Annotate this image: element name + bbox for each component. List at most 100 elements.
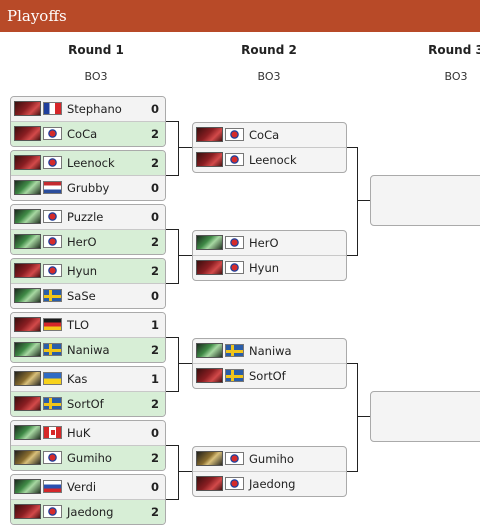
player-name[interactable]: Gumiho	[67, 451, 112, 465]
player-score: 0	[150, 102, 159, 116]
player-name[interactable]: Jaedong	[249, 477, 296, 491]
bracket-connector	[166, 229, 178, 230]
zerg-race-icon	[14, 263, 41, 278]
match-divider	[11, 283, 165, 284]
player-row[interactable]: HuK 0	[11, 421, 165, 445]
zerg-race-icon	[14, 155, 41, 170]
player-row[interactable]: CoCa	[193, 123, 346, 147]
round3-match-2[interactable]	[370, 391, 480, 442]
bracket-connector	[357, 363, 358, 472]
player-name[interactable]: Gumiho	[249, 452, 294, 466]
player-name[interactable]: SortOf	[67, 397, 104, 411]
player-name[interactable]: Hyun	[67, 264, 98, 278]
player-name[interactable]: CoCa	[249, 128, 280, 142]
se-flag-icon	[43, 397, 62, 410]
zerg-race-icon	[14, 396, 41, 411]
player-name[interactable]: Hyun	[249, 261, 280, 275]
terran-race-icon	[196, 451, 223, 466]
bracket-connector	[178, 471, 192, 472]
bracket-connector	[178, 121, 179, 176]
player-name[interactable]: Grubby	[67, 181, 110, 195]
round3-match-1[interactable]	[370, 175, 480, 226]
se-flag-icon	[225, 369, 244, 382]
bracket-connector	[347, 147, 357, 148]
player-row[interactable]: Hyun	[193, 256, 346, 280]
zerg-race-icon	[196, 127, 223, 142]
player-row[interactable]: Jaedong	[193, 472, 346, 496]
zerg-race-icon	[14, 101, 41, 116]
player-name[interactable]: Naniwa	[67, 343, 110, 357]
bracket-connector	[166, 445, 178, 446]
match-divider	[11, 337, 165, 338]
player-row[interactable]: HerO	[193, 231, 346, 255]
protoss-race-icon	[14, 234, 41, 249]
bracket-connector	[357, 200, 370, 201]
player-row[interactable]: SaSe 0	[11, 284, 165, 308]
player-name[interactable]: Leenock	[67, 156, 115, 170]
player-row[interactable]: Naniwa	[193, 339, 346, 363]
player-row[interactable]: SortOf	[193, 364, 346, 388]
bracket-connector	[347, 471, 357, 472]
player-name[interactable]: TLO	[67, 318, 90, 332]
player-name[interactable]: SaSe	[67, 289, 96, 303]
player-name[interactable]: SortOf	[249, 369, 286, 383]
bracket-connector	[178, 147, 192, 148]
player-row[interactable]: Stephano 0	[11, 97, 165, 121]
round2-match-2[interactable]: HerO Hyun	[192, 230, 347, 281]
bracket-connector	[166, 499, 178, 500]
bracket-connector	[347, 363, 357, 364]
player-row[interactable]: Gumiho	[193, 447, 346, 471]
player-score: 0	[150, 289, 159, 303]
bracket-connector	[357, 147, 358, 256]
player-name[interactable]: Puzzle	[67, 210, 104, 224]
protoss-race-icon	[14, 180, 41, 195]
player-name[interactable]: HuK	[67, 426, 91, 440]
round-2-title: Round 2	[241, 43, 297, 57]
player-name[interactable]: Stephano	[67, 102, 122, 116]
ca-flag-icon	[43, 426, 62, 439]
bracket-connector	[166, 121, 178, 122]
round-3-format: BO3	[444, 70, 468, 83]
player-score: 0	[150, 426, 159, 440]
kr-flag-icon	[225, 452, 244, 465]
player-name[interactable]: Verdi	[67, 480, 97, 494]
match-divider	[193, 471, 346, 472]
player-name[interactable]: Leenock	[249, 153, 297, 167]
bracket-connector	[166, 175, 178, 176]
kr-flag-icon	[43, 156, 62, 169]
match-divider	[193, 255, 346, 256]
player-name[interactable]: CoCa	[67, 127, 98, 141]
zerg-race-icon	[196, 476, 223, 491]
player-name[interactable]: Jaedong	[67, 505, 114, 519]
player-row[interactable]: Leenock	[193, 148, 346, 172]
nl-flag-icon	[43, 181, 62, 194]
player-name[interactable]: Kas	[67, 372, 88, 386]
player-name[interactable]: Naniwa	[249, 344, 292, 358]
player-name[interactable]: HerO	[67, 235, 97, 249]
player-name[interactable]: HerO	[249, 236, 279, 250]
